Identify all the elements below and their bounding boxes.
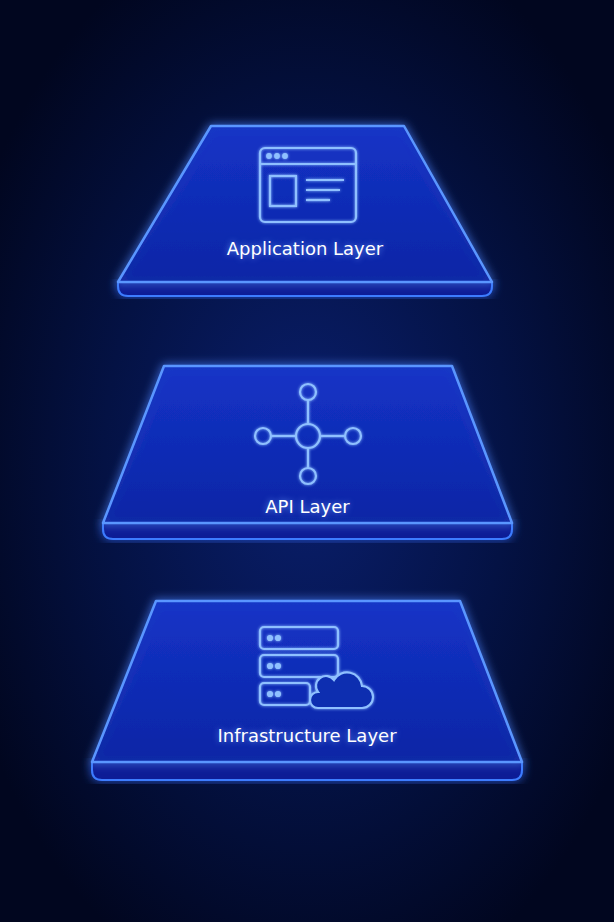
hub-node <box>300 468 316 484</box>
server-led <box>276 664 280 668</box>
hub-node <box>300 384 316 400</box>
browser-line <box>306 179 344 181</box>
browser-frame <box>260 148 356 222</box>
layer-label: Application Layer <box>227 238 383 259</box>
server-led <box>276 636 280 640</box>
plate-shape <box>92 600 522 780</box>
server-led <box>268 636 272 640</box>
hub-link <box>320 435 345 437</box>
browser-dot <box>275 154 279 158</box>
browser-panel <box>270 176 296 206</box>
plate-face <box>118 126 492 282</box>
layer-connector <box>195 539 197 600</box>
hub-link <box>307 448 309 468</box>
server-led <box>276 692 280 696</box>
plate-edge <box>118 282 492 296</box>
browser-dot <box>283 154 287 158</box>
layer-label: Infrastructure Layer <box>217 725 396 746</box>
plate-edge <box>92 762 522 780</box>
server-unit <box>260 655 338 677</box>
layer-label: API Layer <box>265 496 349 517</box>
hub-center <box>296 424 320 448</box>
hub-node <box>345 428 361 444</box>
layer-connector <box>307 539 309 600</box>
server-unit <box>260 683 310 705</box>
plate-face <box>103 366 512 523</box>
hub-link <box>271 435 296 437</box>
layer-connector <box>423 539 425 600</box>
browser-dot <box>267 154 271 158</box>
layer-connector <box>201 296 203 365</box>
browser-icon <box>260 148 356 222</box>
plate-edge <box>103 523 512 539</box>
server-led <box>268 664 272 668</box>
plate-face <box>92 601 522 762</box>
layer-plate: API Layer <box>103 365 512 539</box>
hub-link <box>307 400 309 424</box>
layer-plate: Infrastructure Layer <box>92 600 522 780</box>
layer-connector <box>415 296 417 365</box>
browser-bar <box>260 163 356 165</box>
network-hub-icon <box>255 384 361 484</box>
browser-line <box>306 189 340 191</box>
server-cloud-icon <box>260 627 373 708</box>
plate-shape <box>118 125 492 296</box>
layer-connector <box>307 296 309 365</box>
layer-plate: Application Layer <box>118 125 492 296</box>
server-led <box>268 692 272 696</box>
cloud-symbol <box>310 672 373 708</box>
server-unit <box>260 627 338 649</box>
hub-node <box>255 428 271 444</box>
browser-line <box>306 199 330 201</box>
